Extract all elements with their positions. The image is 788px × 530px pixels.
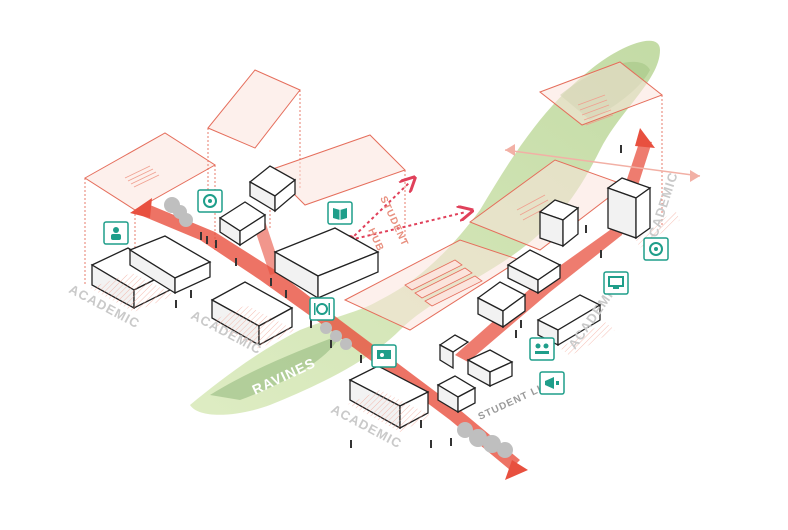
- building-12: [538, 199, 580, 248]
- stair-hatch-1: [124, 165, 160, 188]
- meeting-icon: [529, 337, 555, 361]
- building-4: [218, 201, 267, 247]
- cycle-icon: [643, 237, 669, 261]
- building-10: [506, 249, 562, 295]
- building-8: [466, 349, 514, 388]
- person-icon: [103, 221, 129, 245]
- building-2: [128, 235, 212, 295]
- building-14: [438, 334, 470, 370]
- trees: [164, 197, 513, 458]
- megaphone-icon: [539, 371, 565, 395]
- ground-hatching: [90, 210, 680, 432]
- book-icon: [327, 201, 353, 225]
- program-icons: [103, 189, 669, 395]
- academic-label-5: CADEMIC: [646, 170, 681, 239]
- dining-icon: [309, 297, 335, 321]
- building-7: [436, 375, 477, 414]
- building-13: [606, 177, 652, 240]
- building-5: [248, 165, 297, 213]
- plaza-stairs: [404, 259, 483, 307]
- building-hub: [273, 227, 380, 300]
- building-9: [476, 281, 527, 329]
- stair-hatch-2: [577, 94, 614, 126]
- presentation-icon: [371, 344, 397, 368]
- computer-icon: [603, 271, 629, 295]
- people: [175, 145, 622, 448]
- proposed-volumes: [84, 61, 664, 331]
- cycle-icon: [197, 189, 223, 213]
